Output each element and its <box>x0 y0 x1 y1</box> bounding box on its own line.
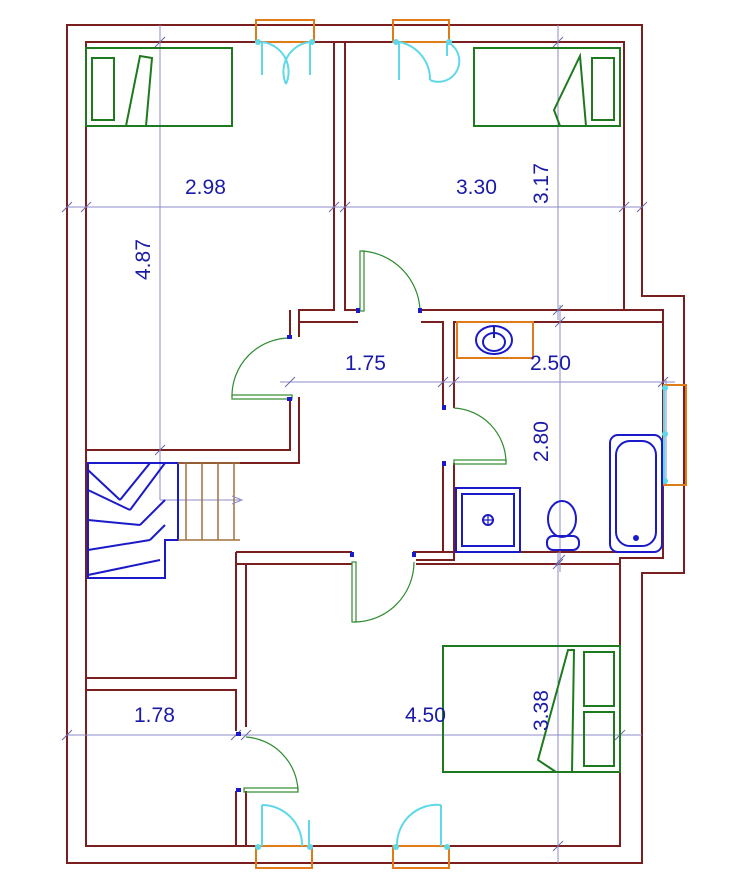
label-bedroom-top-left-length: 4.87 <box>132 239 155 280</box>
label-bedroom-top-right-length: 3.17 <box>530 163 553 204</box>
outer-wall-outer-line <box>66 24 685 864</box>
dimension-labels: 2.98 4.87 3.30 3.17 1.75 2.50 2.80 4.50 … <box>132 163 571 731</box>
label-small-room-width: 1.78 <box>134 704 175 727</box>
toilet-icon <box>546 500 580 551</box>
door-jambs <box>236 308 446 792</box>
window-bottom-left <box>255 804 313 869</box>
window-top-right <box>392 19 461 83</box>
label-bathroom-length: 2.80 <box>530 421 553 462</box>
doors <box>231 250 507 793</box>
stair-room-wall <box>86 552 247 846</box>
label-bedroom-bottom-length: 3.38 <box>530 690 553 731</box>
door-top-left-bedroom <box>231 337 293 400</box>
bed-top-left <box>85 47 233 127</box>
dimension-lines <box>67 25 675 863</box>
dimension-ticks <box>61 36 669 852</box>
door-small-room <box>243 736 299 793</box>
bathtub-icon <box>609 434 663 553</box>
label-bathroom-width: 2.50 <box>530 352 571 375</box>
door-bottom-bedroom <box>351 561 415 623</box>
window-bottom-right <box>392 803 450 869</box>
label-bedroom-top-left-width: 2.98 <box>185 176 226 199</box>
label-bedroom-bottom-width: 4.50 <box>405 704 446 727</box>
door-bathroom <box>453 407 507 465</box>
label-bedroom-top-right-width: 3.30 <box>456 176 497 199</box>
shower-tray-icon <box>455 487 521 553</box>
windows <box>255 19 687 869</box>
window-top-left <box>255 19 315 85</box>
bedroom-top-left-right-wall <box>333 42 358 311</box>
window-bathroom <box>662 384 687 486</box>
label-hall-width: 1.75 <box>345 352 386 375</box>
middle-wall <box>236 551 620 565</box>
bed-bottom <box>442 645 621 773</box>
sink-icon <box>456 321 534 359</box>
staircase <box>87 462 244 579</box>
walls <box>66 24 685 864</box>
bedroom-top-right-lower-wall <box>421 309 663 408</box>
bed-top-right <box>473 47 621 127</box>
door-top-right-bedroom <box>359 250 421 312</box>
bedroom-top-left-wall <box>86 42 335 464</box>
